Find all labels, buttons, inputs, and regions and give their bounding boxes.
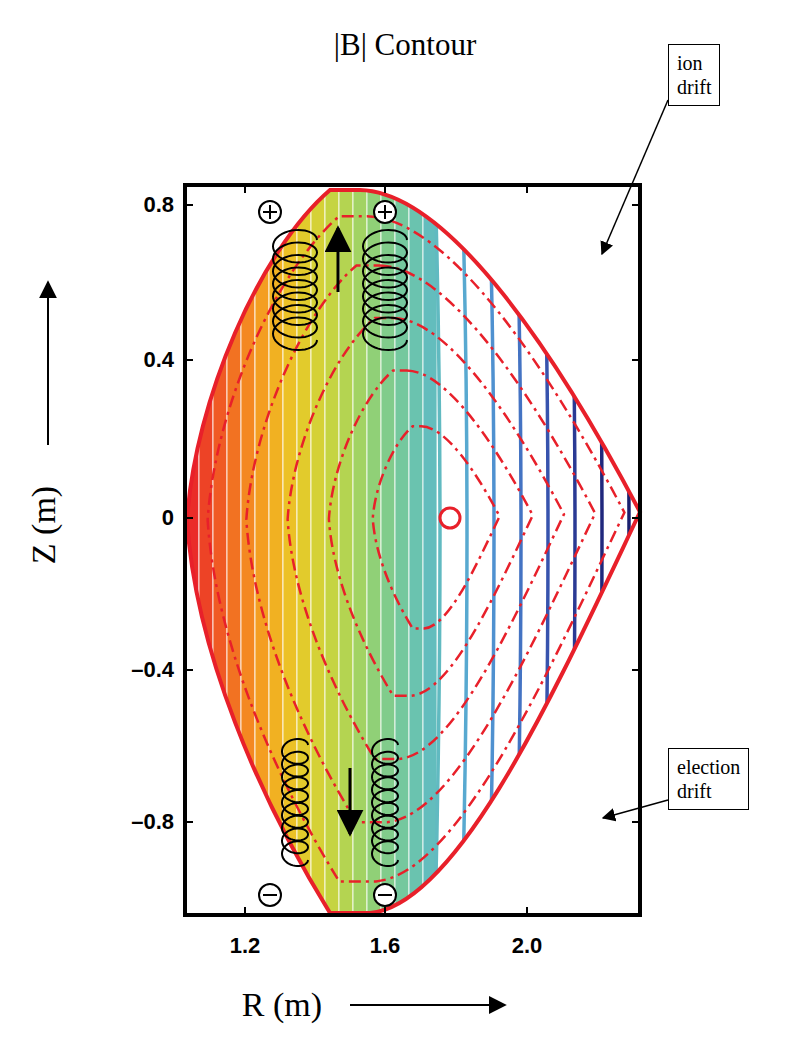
tick-label: 0.4 xyxy=(143,347,174,373)
callout-text: election drift xyxy=(677,755,740,803)
charge-symbols xyxy=(259,201,396,906)
b-contours xyxy=(185,180,629,920)
leader-line xyxy=(603,800,668,818)
chart-title: |B| Contour xyxy=(334,27,476,63)
axis-label: R (m) xyxy=(242,986,322,1024)
tick-label: 2.0 xyxy=(512,933,543,959)
gyration-orbits xyxy=(273,230,407,866)
callout-box: ion drift xyxy=(668,44,720,106)
leader-line xyxy=(602,100,668,254)
tick-label: 1.6 xyxy=(370,933,401,959)
callout-text: ion drift xyxy=(677,51,711,99)
tick-label: –0.8 xyxy=(131,809,174,835)
plasma-boundary xyxy=(187,190,640,913)
tick-label: 0 xyxy=(162,505,174,531)
axis-label: Z (m) xyxy=(25,486,63,564)
drift-arrow xyxy=(349,768,352,834)
tick-label: 0.8 xyxy=(143,192,174,218)
axis-arrow xyxy=(47,282,49,445)
callout-box: election drift xyxy=(668,748,749,810)
tick-label: –0.4 xyxy=(131,657,174,683)
drift-arrow xyxy=(337,228,340,292)
plot-frame xyxy=(185,185,640,915)
magnetic-axis xyxy=(440,508,460,528)
flux-surfaces xyxy=(208,216,625,881)
axis-arrow xyxy=(350,1004,505,1006)
tick-marks xyxy=(185,185,640,915)
tick-label: 1.2 xyxy=(230,933,261,959)
